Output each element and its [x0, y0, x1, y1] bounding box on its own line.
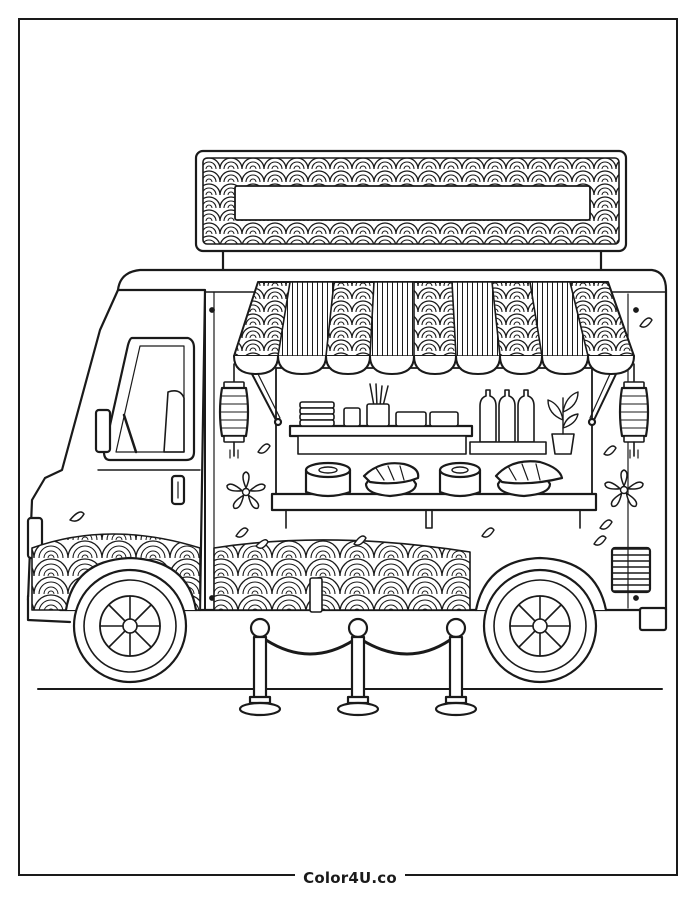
container-icon: [395, 411, 427, 427]
stanchion-post-icon: [336, 617, 380, 717]
chopsticks-cup-icon: [366, 383, 390, 427]
leaf-icon: [235, 317, 653, 549]
serving-counter: [270, 492, 598, 512]
wheel-icon: [64, 556, 198, 684]
sauce-bottle-icon: [479, 389, 535, 443]
stanchion-post-icon: [238, 617, 282, 717]
nigiri-icon: [494, 460, 564, 498]
nigiri-icon: [362, 462, 420, 498]
potted-plant-icon: [547, 391, 579, 455]
container-icon: [429, 411, 459, 427]
sakura-flower-icon: [226, 471, 266, 510]
rear-vent-icon: [610, 546, 652, 594]
leaf-icon: [69, 511, 85, 522]
support-post: [309, 577, 323, 613]
stanchion-post-icon: [434, 617, 478, 717]
footer-brand: Color4U.co: [0, 868, 700, 887]
striped-awning: [233, 281, 635, 427]
sakura-flower-icon: [604, 469, 644, 508]
service-window: [270, 367, 598, 529]
paper-lantern-icon: [618, 363, 650, 459]
stacked-plates-icon: [299, 401, 335, 427]
sushi-roll-icon: [304, 461, 352, 498]
wheel-icon: [474, 556, 608, 684]
paper-lantern-icon: [218, 363, 250, 459]
sushi-roll-icon: [438, 461, 482, 498]
cab-window: [102, 336, 196, 462]
upper-shelf: [288, 424, 474, 438]
cup-icon: [343, 407, 361, 427]
stanchion-rope: [264, 638, 452, 656]
side-mirror-icon: [94, 408, 112, 454]
roof-sign: [194, 149, 628, 274]
brand-text[interactable]: Color4U.co: [295, 869, 405, 887]
